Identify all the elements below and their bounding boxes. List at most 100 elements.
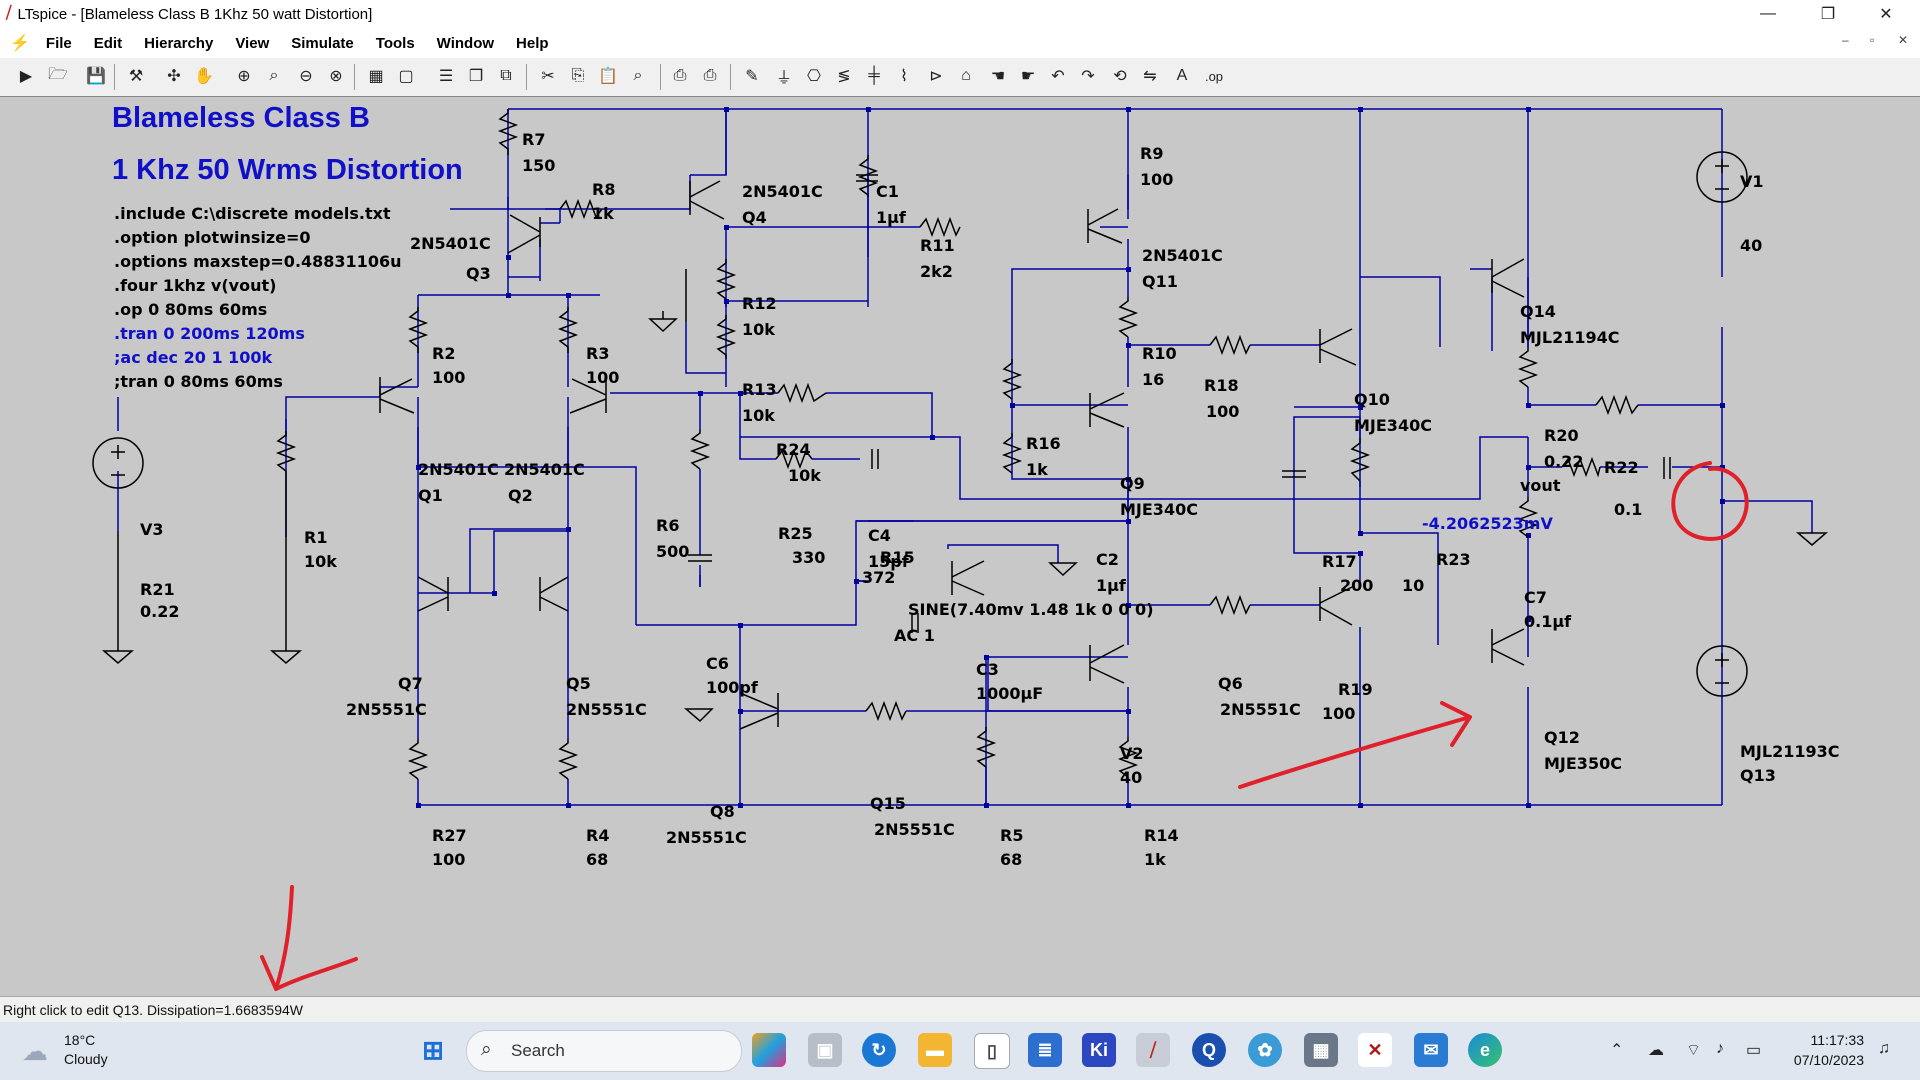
- menu-view[interactable]: View: [235, 34, 270, 52]
- component-label-7[interactable]: 1µf: [876, 208, 907, 227]
- component-label-13[interactable]: Q3: [466, 264, 491, 283]
- component-icon[interactable]: ⌂: [961, 67, 971, 84]
- component-label-68[interactable]: R21: [140, 580, 175, 599]
- component-label-52[interactable]: R6: [656, 516, 679, 535]
- component-label-66[interactable]: C7: [1524, 588, 1547, 607]
- component-label-76[interactable]: Q7: [398, 674, 423, 693]
- mdi-close-button[interactable]: ✕: [1898, 33, 1909, 47]
- component-label-50[interactable]: R1: [304, 528, 327, 547]
- component-label-98[interactable]: R5: [1000, 826, 1023, 845]
- cut-icon[interactable]: ✂: [541, 68, 555, 85]
- component-label-23[interactable]: 100: [432, 368, 465, 387]
- rotate-icon[interactable]: ⟲: [1113, 68, 1127, 85]
- component-label-67[interactable]: 0.1µf: [1524, 612, 1572, 631]
- halt-icon[interactable]: ✣: [167, 68, 181, 85]
- component-label-86[interactable]: MJL21193C: [1740, 742, 1839, 761]
- file-explorer-icon[interactable]: ▬: [918, 1033, 952, 1067]
- tile-vertical-icon[interactable]: ⧉: [500, 67, 512, 84]
- component-label-82[interactable]: R19: [1338, 680, 1373, 699]
- zoom-cancel-icon[interactable]: ⊗: [329, 68, 343, 85]
- component-label-51[interactable]: 10k: [304, 552, 337, 571]
- drag-hand-icon[interactable]: ☛: [1020, 68, 1036, 85]
- diode-icon[interactable]: ⊳: [929, 68, 943, 85]
- menu-simulate[interactable]: Simulate: [291, 34, 354, 52]
- undo-icon[interactable]: ↶: [1051, 68, 1065, 85]
- component-label-84[interactable]: Q12: [1544, 728, 1580, 747]
- menu-edit[interactable]: Edit: [93, 34, 123, 52]
- component-label-44[interactable]: Q2: [508, 486, 533, 505]
- component-label-34[interactable]: R20: [1544, 426, 1579, 445]
- component-label-28[interactable]: R18: [1204, 376, 1239, 395]
- open-folder-icon[interactable]: 🗁: [48, 65, 68, 83]
- component-label-10[interactable]: V1: [1740, 172, 1764, 191]
- component-label-59[interactable]: 372: [862, 568, 895, 587]
- control-panel-icon[interactable]: ⚒: [128, 68, 144, 85]
- menu-help[interactable]: Help: [516, 34, 549, 52]
- restore-button[interactable]: ❐: [1820, 6, 1836, 23]
- windows-start-icon[interactable]: ⊞: [422, 1034, 444, 1065]
- component-label-54[interactable]: R25: [778, 524, 813, 543]
- component-label-87[interactable]: Q13: [1740, 766, 1776, 785]
- component-label-103[interactable]: 12: [0, 97, 22, 101]
- grid-icon[interactable]: ▢: [398, 68, 414, 85]
- mdi-minimize-button[interactable]: –: [1842, 33, 1849, 47]
- component-label-47[interactable]: Q9: [1120, 474, 1145, 493]
- zoom-out-icon[interactable]: ⊖: [299, 68, 313, 85]
- component-label-42[interactable]: 2N5401C: [504, 460, 585, 479]
- component-label-22[interactable]: R2: [432, 344, 455, 363]
- component-label-73[interactable]: 100pf: [706, 678, 759, 697]
- component-label-55[interactable]: 330: [792, 548, 825, 567]
- component-label-25[interactable]: 100: [586, 368, 619, 387]
- component-label-90[interactable]: Q8: [710, 802, 735, 821]
- component-label-41[interactable]: 2N5401C: [418, 460, 499, 479]
- refresh-app-icon[interactable]: ↻: [862, 1033, 896, 1067]
- menu-hierarchy[interactable]: Hierarchy: [144, 34, 214, 52]
- chevron-up-icon[interactable]: ⌃: [1610, 1042, 1624, 1059]
- component-label-6[interactable]: C1: [876, 182, 899, 201]
- directive-ac[interactable]: ;ac dec 20 1 100k: [114, 348, 273, 367]
- component-label-33[interactable]: MJE340C: [1354, 416, 1432, 435]
- component-label-46[interactable]: 10k: [788, 466, 821, 485]
- document-icon[interactable]: ▯: [974, 1033, 1010, 1069]
- copy-icon[interactable]: ⎘: [571, 67, 585, 84]
- resistor-icon[interactable]: ≶: [837, 68, 851, 85]
- edge-icon[interactable]: e: [1468, 1033, 1502, 1067]
- cascade-icon[interactable]: ❐: [468, 68, 484, 85]
- component-label-18[interactable]: R12: [742, 294, 777, 313]
- component-label-99[interactable]: 68: [1000, 850, 1022, 869]
- directive-maxstep[interactable]: .options maxstep=0.48831106u: [114, 252, 401, 271]
- mail-icon[interactable]: ✉: [1414, 1033, 1448, 1067]
- component-label-21[interactable]: MJL21194C: [1520, 328, 1619, 347]
- component-label-57[interactable]: 15pf: [868, 552, 910, 571]
- paste-icon[interactable]: 📋: [598, 68, 618, 85]
- component-label-78[interactable]: Q5: [566, 674, 591, 693]
- component-label-96[interactable]: R4: [586, 826, 609, 845]
- component-label-26[interactable]: R10: [1142, 344, 1177, 363]
- component-label-5[interactable]: Q4: [742, 208, 767, 227]
- component-label-94[interactable]: R27: [432, 826, 467, 845]
- component-label-97[interactable]: 68: [586, 850, 608, 869]
- component-label-9[interactable]: 100: [1140, 170, 1173, 189]
- component-label-1[interactable]: 150: [522, 156, 555, 175]
- component-label-17[interactable]: Q11: [1142, 272, 1178, 291]
- component-label-12[interactable]: 2N5401C: [410, 234, 491, 253]
- component-label-95[interactable]: 100: [432, 850, 465, 869]
- component-label-79[interactable]: 2N5551C: [566, 700, 647, 719]
- volume-icon[interactable]: ♪: [1716, 1040, 1724, 1057]
- close-button[interactable]: ✕: [1879, 6, 1893, 23]
- onedrive-cloud-icon[interactable]: ☁: [1648, 1042, 1664, 1059]
- kicad-icon[interactable]: Ki: [1082, 1033, 1116, 1067]
- mdi-restore-button[interactable]: ▫: [1870, 33, 1875, 47]
- autorange-icon[interactable]: ▦: [368, 68, 384, 85]
- component-label-49[interactable]: V3: [140, 520, 164, 539]
- wire-pencil-icon[interactable]: ✎: [745, 68, 759, 85]
- text-icon[interactable]: A: [1176, 67, 1188, 84]
- component-label-85[interactable]: MJE350C: [1544, 754, 1622, 773]
- component-label-15[interactable]: 2k2: [920, 262, 953, 281]
- component-label-36[interactable]: R22: [1604, 458, 1639, 477]
- component-label-29[interactable]: 100: [1206, 402, 1239, 421]
- paint-icon[interactable]: ✿: [1248, 1033, 1282, 1067]
- component-label-77[interactable]: 2N5551C: [346, 700, 427, 719]
- calculator-icon[interactable]: ▦: [1304, 1033, 1338, 1067]
